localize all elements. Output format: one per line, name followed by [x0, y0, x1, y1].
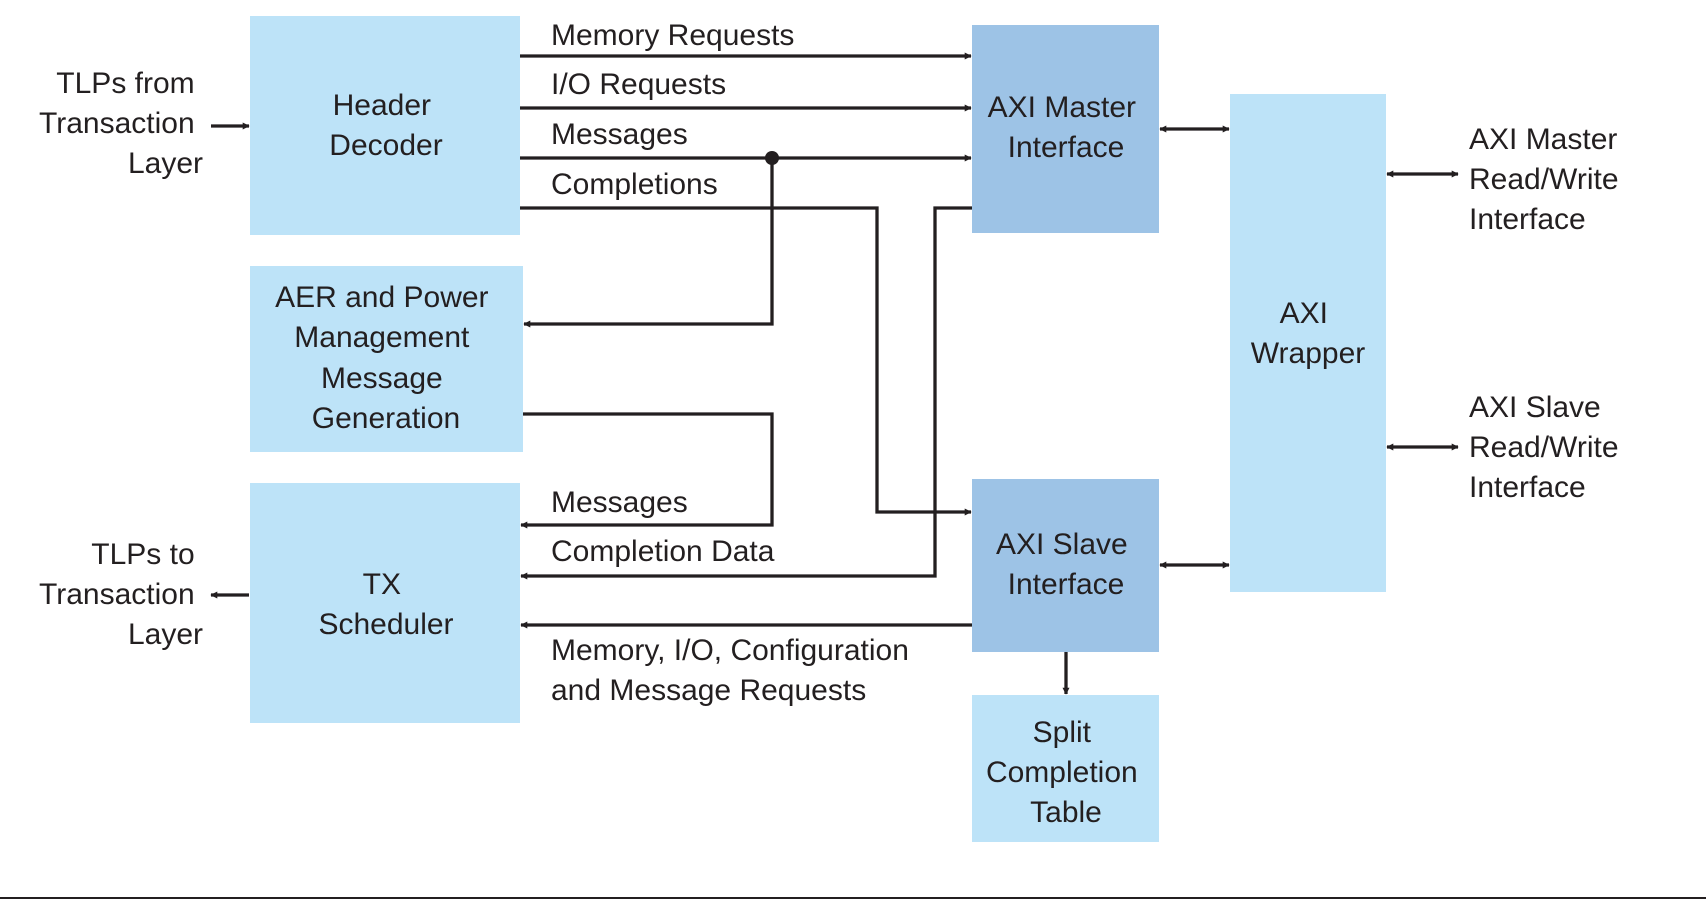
tlps-from-transaction-layer-label: TLPs from Transaction Layer — [39, 67, 203, 180]
messages-bottom-label: Messages — [551, 486, 688, 519]
completion-data-label: Completion Data — [551, 535, 775, 568]
aer-power-label: AER and Power Management Message Generat… — [275, 281, 497, 435]
aer-power-block — [250, 266, 523, 452]
header-decoder-block — [250, 16, 520, 235]
tlps-to-transaction-layer-label: TLPs to Transaction Layer — [39, 538, 203, 651]
axi-master-rw-interface-label: AXI Master Read/Write Interface — [1469, 123, 1627, 236]
completions-label: Completions — [551, 168, 718, 201]
memory-requests-label: Memory Requests — [551, 19, 794, 52]
split-completion-table-label: Split Completion Table — [986, 716, 1146, 829]
axi-master-interface-label: AXI Master Interface — [988, 91, 1145, 164]
axi-slave-interface-block — [972, 479, 1159, 652]
messages-to-aer-arrow — [523, 158, 774, 328]
completions-to-axi-slave-arrow — [520, 206, 972, 516]
io-requests-label: I/O Requests — [551, 68, 726, 101]
header-decoder-label: Header Decoder — [329, 89, 442, 162]
axi-wrapper-label: AXI Wrapper — [1251, 297, 1366, 370]
axi-slave-rw-interface-label: AXI Slave Read/Write Interface — [1469, 391, 1627, 504]
messages-top-label: Messages — [551, 118, 688, 151]
axi-wrapper-block — [1230, 94, 1386, 592]
tx-scheduler-label: TX Scheduler — [318, 568, 453, 641]
axi-master-interface-block — [972, 25, 1159, 233]
requests-out-label: Memory, I/O, Configuration and Message R… — [551, 634, 917, 707]
axi-slave-interface-label: AXI Slave Interface — [996, 528, 1136, 601]
completion-data-arrow — [520, 206, 972, 580]
split-completion-table-block — [972, 695, 1159, 842]
tx-scheduler-block — [250, 483, 520, 723]
aer-messages-to-tx-arrow — [520, 412, 774, 529]
